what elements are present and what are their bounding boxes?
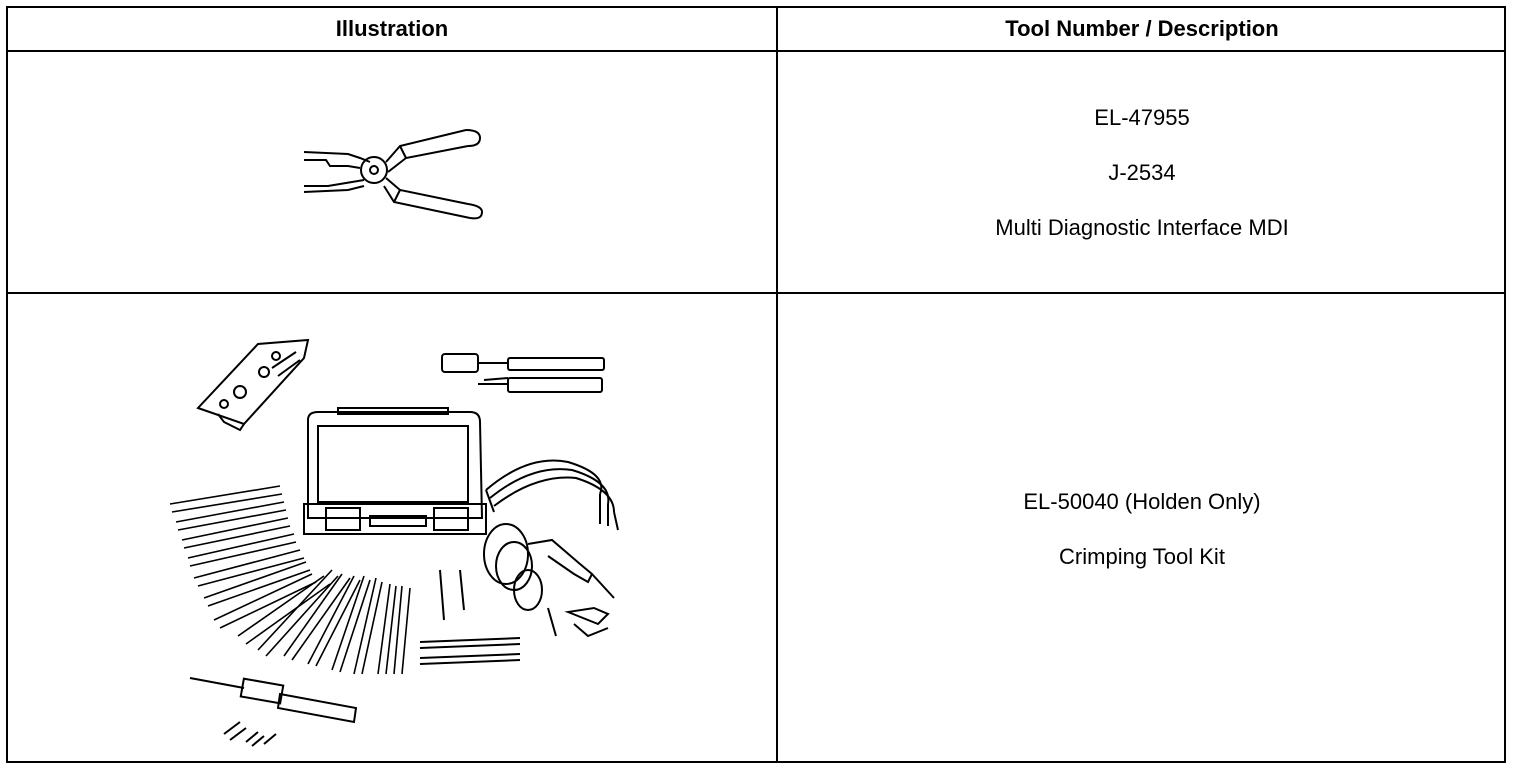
soldering-iron	[189, 677, 358, 724]
header-tool-number-description: Tool Number / Description	[1005, 16, 1279, 41]
column-divider	[776, 8, 778, 761]
crimper-tool	[196, 338, 310, 432]
tool-description: EL-47955 J-2534 Multi Diagnostic Interfa…	[778, 90, 1506, 255]
tool-number-alt: J-2534	[1108, 160, 1176, 185]
table-row: EL-50040 (Holden Only) Crimping Tool Kit	[8, 294, 1504, 761]
tool-name: Crimping Tool Kit	[1059, 544, 1225, 569]
tool-description: EL-50040 (Holden Only) Crimping Tool Kit	[778, 474, 1506, 584]
tool-name: Multi Diagnostic Interface MDI	[995, 215, 1289, 240]
removal-tools	[441, 353, 605, 393]
test-leads	[485, 459, 619, 531]
tool-number: EL-47955	[1094, 105, 1190, 130]
coiled-probe	[483, 523, 615, 637]
terminals	[419, 569, 521, 665]
table-header: Illustration Tool Number / Description	[8, 8, 1504, 52]
crimping-kit-illustration	[169, 338, 619, 747]
pin-tools	[169, 485, 411, 675]
tool-table: Illustration Tool Number / Description	[6, 6, 1506, 763]
header-illustration: Illustration	[335, 16, 449, 41]
tool-case	[303, 407, 487, 535]
alligator-clip	[564, 606, 610, 638]
pliers-illustration	[303, 129, 484, 220]
small-parts	[223, 721, 277, 747]
table-row: EL-47955 J-2534 Multi Diagnostic Interfa…	[8, 50, 1504, 294]
tool-number: EL-50040 (Holden Only)	[1023, 489, 1261, 514]
